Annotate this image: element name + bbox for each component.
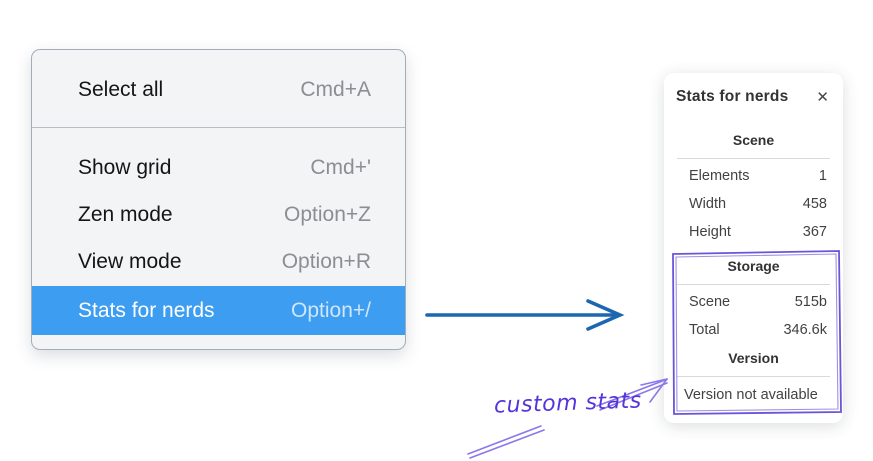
menu-item-select-all[interactable]: Select all Cmd+A [32, 68, 405, 111]
stat-value: 458 [802, 196, 827, 212]
stat-row-elements: Elements 1 [676, 162, 831, 190]
menu-item-label: Zen mode [78, 202, 173, 226]
menu-divider [32, 127, 405, 128]
section-heading-storage: Storage [727, 258, 780, 274]
menu-item-shortcut: Cmd+' [310, 155, 371, 179]
stat-value: 346.6k [783, 322, 827, 338]
menu-item-stats-for-nerds[interactable]: Stats for nerds Option+/ [32, 286, 405, 335]
stat-row-scene-storage: Scene 515b [676, 288, 831, 316]
section-heading-version: Version [728, 350, 779, 366]
stats-panel-title: Stats for nerds [676, 88, 789, 105]
section-divider [677, 284, 830, 285]
annotation-custom-stats-label: custom stats [493, 388, 643, 419]
section-heading-scene: Scene [732, 132, 775, 148]
stat-value: 367 [802, 224, 827, 240]
stat-label: Height [689, 224, 731, 240]
version-note: Version not available [684, 387, 818, 403]
menu-item-zen-mode[interactable]: Zen mode Option+Z [32, 193, 405, 236]
stat-row-width: Width 458 [676, 190, 831, 218]
stat-row-total-storage: Total 346.6k [676, 316, 831, 344]
flow-arrow [425, 299, 625, 331]
menu-item-shortcut: Cmd+A [300, 77, 371, 101]
stats-panel: Stats for nerds ✕ Scene Elements 1 Width… [664, 73, 843, 423]
stat-label: Scene [689, 294, 731, 310]
menu-item-shortcut: Option+Z [284, 202, 371, 226]
stat-label: Width [689, 196, 727, 212]
context-menu: Select all Cmd+A Show grid Cmd+' Zen mod… [31, 49, 406, 350]
section-divider [677, 158, 830, 159]
menu-item-label: View mode [78, 249, 182, 273]
stat-row-height: Height 367 [676, 218, 831, 246]
menu-item-show-grid[interactable]: Show grid Cmd+' [32, 146, 405, 189]
stat-label: Total [689, 322, 720, 338]
stats-panel-header: Stats for nerds ✕ [676, 87, 831, 107]
section-divider [677, 376, 830, 377]
stat-value: 1 [818, 168, 827, 184]
menu-item-shortcut: Option+/ [291, 298, 371, 322]
stat-value: 515b [794, 294, 827, 310]
close-icon[interactable]: ✕ [816, 88, 829, 106]
menu-item-label: Show grid [78, 155, 172, 179]
menu-item-label: Select all [78, 77, 164, 101]
menu-item-view-mode[interactable]: View mode Option+R [32, 240, 405, 283]
stat-label: Elements [689, 168, 750, 184]
menu-item-shortcut: Option+R [281, 249, 371, 273]
menu-item-label: Stats for nerds [78, 298, 215, 322]
